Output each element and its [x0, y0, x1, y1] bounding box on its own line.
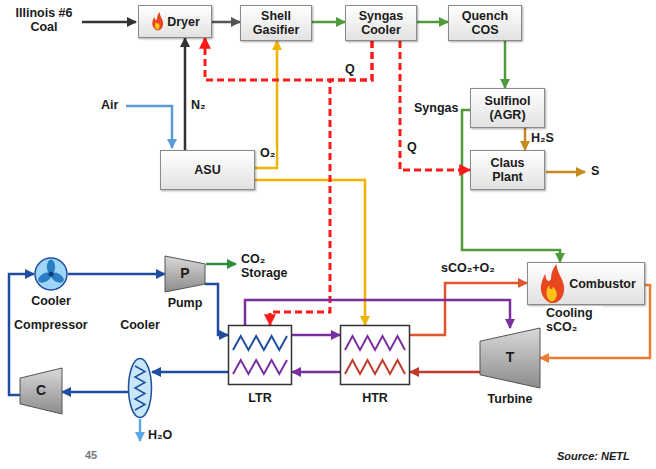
recuperator: HTR: [340, 325, 410, 385]
quench-box: Quench COS: [448, 5, 522, 41]
compressor-symbol: CCompressor: [20, 368, 62, 414]
text-wrap: ASU: [194, 163, 220, 177]
stream-line: [504, 41, 507, 88]
fan-cooler-icon: [34, 257, 68, 291]
equipment-label: HTR: [362, 391, 388, 405]
heat-flow-line: [400, 41, 470, 170]
stream-label: O₂: [259, 146, 276, 160]
stream-line: [462, 110, 560, 262]
turbine-symbol: TTurbine: [480, 328, 540, 388]
node-label: Syngas Cooler: [350, 9, 412, 37]
heat-flow-line: [270, 41, 372, 325]
equipment-label: LTR: [248, 391, 271, 405]
node-label: Combustor: [569, 277, 636, 291]
node-label: Shell Gasifier: [245, 9, 307, 37]
water-cooler: Cooler: [128, 358, 152, 418]
node-label: Quench COS: [453, 9, 517, 37]
stream-line: [68, 273, 165, 276]
text-wrap: Shell Gasifier: [245, 9, 307, 37]
flame-icon: [536, 264, 566, 303]
node-label: ASU: [194, 163, 220, 177]
equipment-label: Pump: [168, 296, 203, 310]
symbol-letter: T: [506, 350, 515, 366]
text-wrap: Claus Plant: [475, 156, 540, 184]
stream-line: [312, 21, 345, 24]
page-number: 45: [84, 449, 98, 462]
recuperator: LTR: [228, 325, 292, 385]
product-label: CO₂ Storage: [240, 252, 296, 281]
stream-line: [245, 300, 510, 328]
dryer-box: Dryer: [138, 5, 212, 38]
stream-line: [410, 371, 480, 374]
stream-line: [524, 128, 527, 150]
text-wrap: Syngas Cooler: [350, 9, 412, 37]
source-note: Source: NETL: [556, 450, 631, 463]
flame-icon: [150, 12, 164, 30]
gasifier-box: Shell Gasifier: [240, 5, 312, 41]
stream-line: [292, 371, 340, 374]
stream-line: [212, 21, 240, 24]
equipment-label: Turbine: [488, 392, 533, 406]
node-label: Claus Plant: [475, 156, 540, 184]
coal-feed-arrow: [80, 21, 136, 24]
equipment-label: Cooler: [31, 294, 71, 308]
recuperator-icon: [340, 325, 410, 385]
feed-label: Air: [100, 98, 119, 112]
recuperator-icon: [228, 325, 292, 385]
node-label: Sulfinol (AGR): [475, 94, 540, 122]
equipment-label: Compressor: [14, 318, 88, 332]
air-feed-arrow: [126, 106, 172, 148]
node-label: Dryer: [167, 15, 200, 29]
symbol-letter: P: [180, 266, 189, 282]
stream-line: [255, 41, 277, 168]
agr-box: Sulfinol (AGR): [470, 88, 545, 128]
product-label: H₂O: [147, 428, 173, 442]
sulfur-out-arrow: [546, 171, 585, 174]
stream-label: sCO₂+O₂: [440, 261, 496, 275]
stream-line: [152, 371, 228, 374]
combustor-box: Combustor: [527, 262, 645, 305]
stream-line: [417, 21, 448, 24]
claus-box: Claus Plant: [470, 150, 545, 190]
pump-symbol: PPump: [165, 256, 205, 292]
text-wrap: Dryer: [167, 15, 200, 29]
stream-label: N₂: [190, 98, 207, 112]
equipment-label: Cooler: [120, 318, 160, 332]
stream-line: [205, 284, 228, 335]
feed-label: Illinois #6 Coal: [6, 6, 82, 35]
stream-line: [184, 38, 187, 150]
stream-label: Cooling sCO₂: [545, 306, 603, 335]
water-out-arrow: [139, 419, 142, 441]
co2-storage-arrow: [206, 263, 236, 266]
text-wrap: Quench COS: [453, 9, 517, 37]
stream-line: [292, 334, 340, 337]
stream-label: Q: [406, 140, 418, 154]
syngas-cooler-box: Syngas Cooler: [345, 5, 417, 41]
water-cooler-icon: [128, 358, 152, 418]
asu-box: ASU: [160, 150, 255, 190]
text-wrap: Sulfinol (AGR): [475, 94, 540, 122]
stream-line: [62, 391, 128, 394]
symbol-letter: C: [36, 383, 46, 399]
stream-label: H₂S: [530, 131, 555, 145]
stream-label: Q: [344, 62, 356, 76]
heat-flow-line: [205, 38, 372, 80]
text-wrap: Combustor: [569, 277, 636, 291]
stream-label: Syngas: [413, 101, 459, 115]
fan-cooler: Cooler: [34, 257, 68, 291]
product-label: S: [590, 164, 600, 178]
